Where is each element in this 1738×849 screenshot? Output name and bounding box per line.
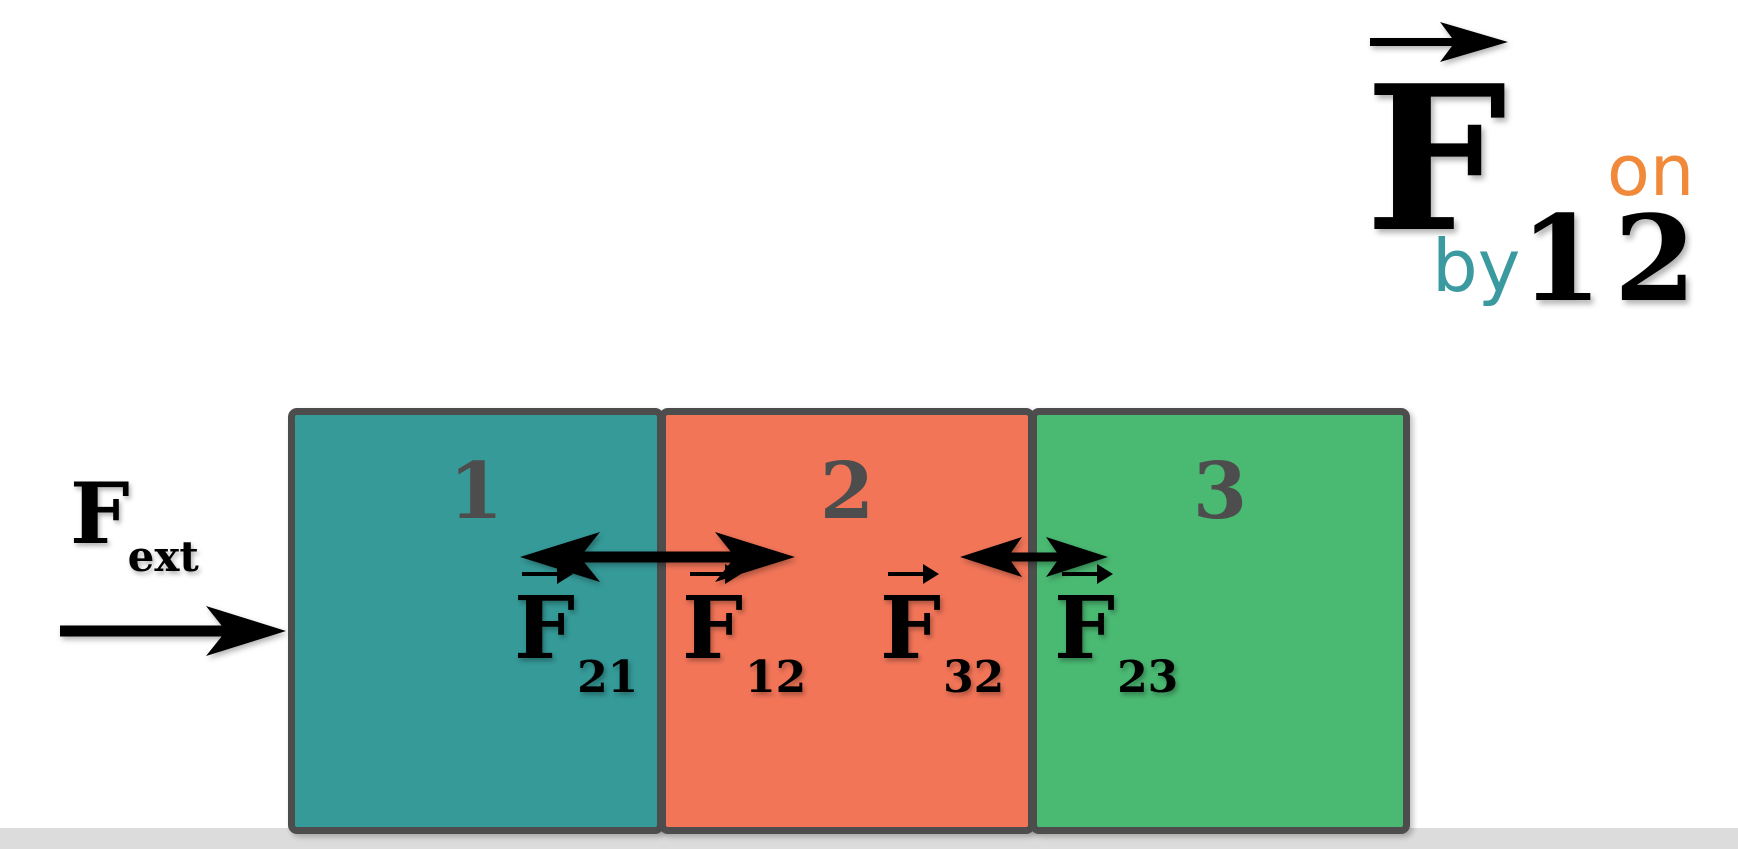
force-21-subscript: 21 (577, 652, 639, 703)
force-23-symbol: F (1054, 564, 1116, 679)
force-32-subscript: 32 (943, 652, 1005, 703)
interaction-arrow-2-3 (960, 537, 1108, 577)
force-21-symbol: F (514, 564, 576, 679)
legend-by-index: 1 (1520, 189, 1603, 328)
block-3: 3 (1030, 408, 1410, 834)
force-label-23: F23 (1054, 564, 1178, 700)
block-1-label: 1 (448, 446, 504, 537)
external-force-symbol: F (70, 464, 130, 563)
block-3-label: 3 (1192, 446, 1248, 537)
force-label-12: F12 (682, 564, 806, 700)
legend-vector-arrow (1370, 22, 1508, 62)
external-force-label: Fext (70, 472, 199, 582)
legend-by-label: by (1432, 224, 1521, 308)
force-label-21: F21 (514, 564, 638, 700)
force-32-symbol: F (880, 564, 942, 679)
block-2-label: 2 (819, 446, 875, 537)
force-12-symbol: F (682, 564, 744, 679)
force-label-32: F32 (880, 564, 1004, 700)
external-force-arrow (60, 606, 286, 656)
legend-on-index: 2 (1614, 189, 1697, 328)
legend-on-label: on (1607, 130, 1695, 212)
external-force-subscript: ext (127, 532, 199, 581)
force-23-subscript: 23 (1117, 652, 1179, 703)
legend-force-symbol: F (1365, 42, 1507, 277)
force-12-subscript: 12 (745, 652, 807, 703)
